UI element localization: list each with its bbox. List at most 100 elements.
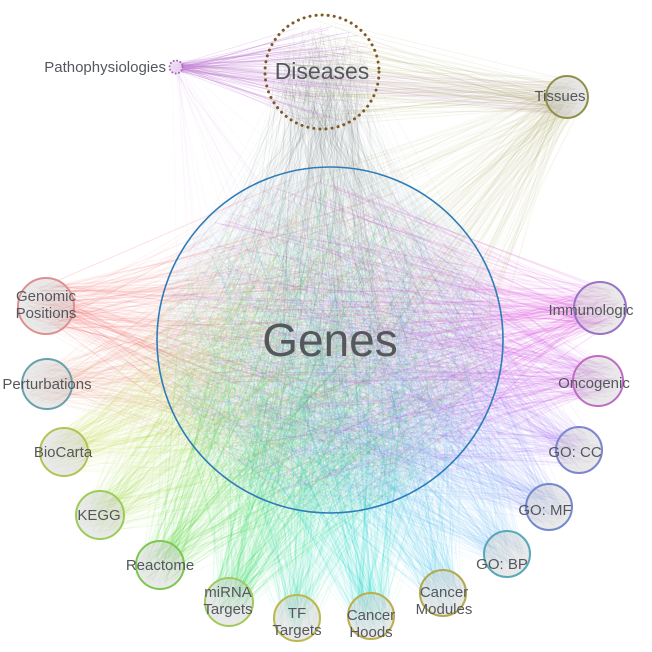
edge-line bbox=[113, 292, 394, 529]
edge-line bbox=[228, 474, 367, 611]
edge-line bbox=[225, 314, 377, 609]
edge-line bbox=[157, 350, 340, 580]
edge-line bbox=[78, 282, 219, 440]
edge-line bbox=[173, 315, 221, 561]
edge-line bbox=[45, 390, 470, 434]
edge-line bbox=[175, 349, 264, 567]
edge-line bbox=[53, 306, 348, 426]
edge-line bbox=[289, 270, 295, 636]
edge-line bbox=[90, 437, 253, 528]
edge-line bbox=[150, 372, 192, 579]
edge-line bbox=[47, 302, 230, 324]
edge-line bbox=[59, 261, 218, 381]
edge-line bbox=[66, 371, 397, 470]
edge-line bbox=[45, 303, 488, 380]
edge-line bbox=[30, 318, 294, 324]
edge-line bbox=[62, 319, 413, 466]
edge-line bbox=[62, 355, 348, 459]
edge-line bbox=[38, 287, 307, 370]
edge-line bbox=[47, 340, 235, 385]
edge-line bbox=[283, 304, 415, 606]
edge-line bbox=[47, 306, 229, 371]
edge-line bbox=[28, 301, 275, 353]
edge-line bbox=[295, 403, 452, 609]
edge-line bbox=[109, 394, 385, 533]
edge-line bbox=[108, 428, 442, 529]
edge-line bbox=[97, 356, 380, 507]
edges-genomic_positions-to-genes bbox=[23, 179, 495, 504]
edge-line bbox=[153, 421, 220, 549]
edge-line bbox=[166, 345, 289, 617]
edge-line bbox=[231, 189, 322, 598]
edge-line bbox=[216, 448, 425, 609]
edge-line bbox=[221, 210, 399, 597]
edge-line bbox=[167, 439, 387, 573]
edge-line bbox=[72, 173, 337, 451]
edge-line bbox=[41, 369, 439, 383]
edge-line bbox=[53, 265, 305, 452]
edge-line bbox=[160, 252, 263, 546]
edge-line bbox=[241, 458, 330, 604]
edge-line bbox=[35, 234, 202, 307]
edge-line bbox=[35, 371, 280, 395]
edge-line bbox=[168, 342, 380, 548]
edge-line bbox=[174, 483, 282, 557]
edge-line bbox=[43, 288, 225, 300]
edge-line bbox=[28, 277, 320, 394]
edge-line bbox=[196, 436, 284, 621]
edge-line bbox=[152, 379, 390, 549]
pathophysiologies-node[interactable] bbox=[168, 59, 184, 75]
edge-line bbox=[239, 431, 338, 612]
edge-line bbox=[148, 275, 428, 579]
edge-line bbox=[54, 308, 427, 334]
edge-line bbox=[173, 320, 263, 557]
edge-line bbox=[91, 457, 236, 528]
edge-line bbox=[41, 274, 226, 392]
edge-line bbox=[236, 348, 382, 619]
edge-line bbox=[162, 371, 475, 583]
edge-line bbox=[48, 247, 338, 385]
edge-line bbox=[50, 338, 364, 468]
edge-line bbox=[96, 249, 418, 534]
edge-line bbox=[220, 339, 472, 589]
edge-line bbox=[109, 310, 347, 526]
edge-line bbox=[30, 244, 376, 389]
edge-line bbox=[103, 384, 431, 533]
edge-line bbox=[313, 346, 422, 624]
edge-line bbox=[71, 313, 284, 436]
edge-line bbox=[24, 312, 169, 357]
edge-line bbox=[56, 364, 323, 439]
edge-line bbox=[221, 445, 287, 592]
edge-line bbox=[211, 446, 324, 599]
edge-line bbox=[57, 235, 213, 323]
edge-line bbox=[94, 403, 415, 516]
edge-line bbox=[39, 399, 256, 406]
edge-line bbox=[39, 273, 301, 403]
edge-line bbox=[242, 451, 347, 602]
edge-line bbox=[229, 433, 312, 593]
edge-line bbox=[70, 437, 260, 462]
edge-line bbox=[98, 351, 208, 531]
edge-line bbox=[96, 453, 365, 534]
edge-line bbox=[38, 289, 391, 437]
edge-line bbox=[146, 386, 182, 551]
edge-line bbox=[57, 385, 188, 462]
edge-line bbox=[76, 375, 387, 464]
edge-line bbox=[144, 408, 450, 557]
edge-line bbox=[161, 256, 275, 578]
edge-line bbox=[32, 389, 375, 434]
edge-line bbox=[98, 298, 259, 520]
edge-line bbox=[290, 395, 372, 616]
edge-line bbox=[87, 321, 227, 522]
edge-line bbox=[290, 497, 372, 615]
edge-line bbox=[234, 429, 314, 614]
edge-line bbox=[232, 397, 269, 596]
edge-line bbox=[231, 309, 332, 610]
edge-line bbox=[163, 398, 417, 559]
edge-bundles bbox=[23, 18, 623, 638]
edge-line bbox=[65, 183, 363, 458]
edge-line bbox=[224, 244, 251, 605]
edge-line bbox=[236, 405, 242, 617]
edge-line bbox=[37, 313, 362, 326]
edge-line bbox=[99, 227, 262, 529]
